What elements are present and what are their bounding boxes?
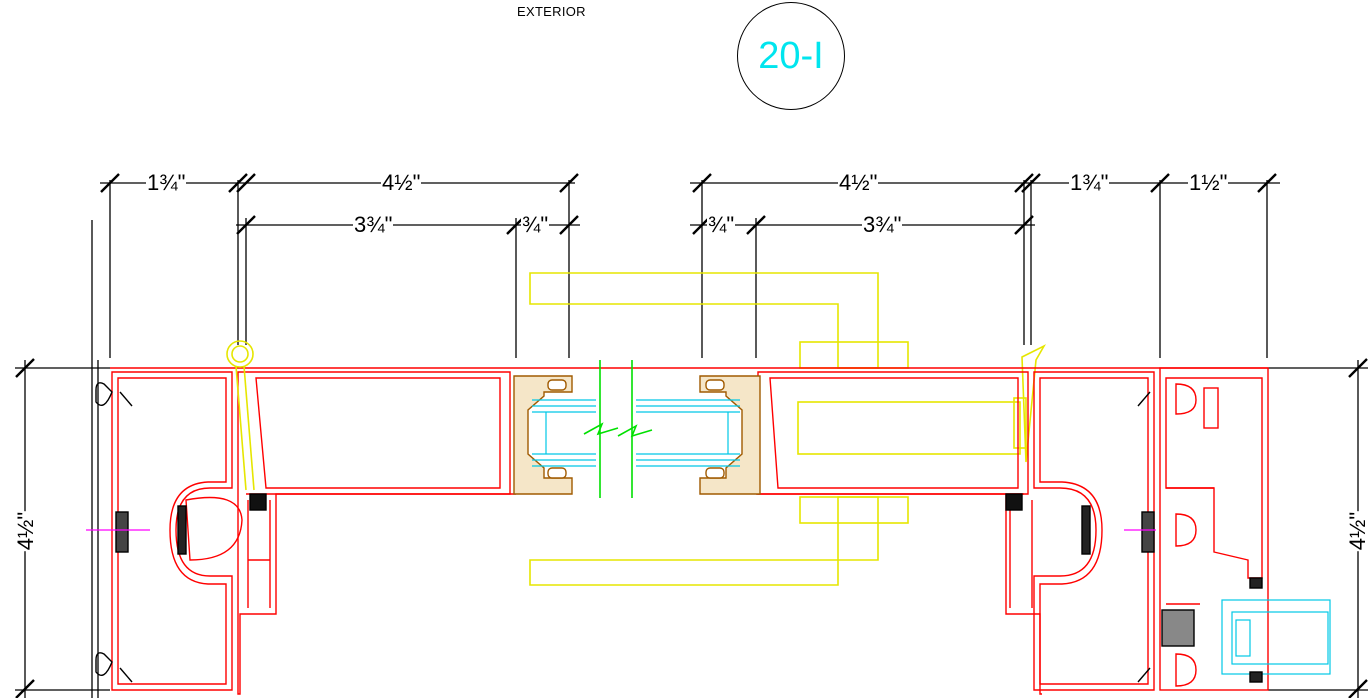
dimension-label: ¾" <box>521 212 550 237</box>
dimension-label: 1½" <box>1188 170 1229 195</box>
dimension-label: 3¾" <box>353 212 394 237</box>
gaskets-and-weatherstrip <box>95 382 1263 683</box>
steel-reinforcement <box>529 272 1047 586</box>
detail-tag-bubble: 20-I <box>737 2 845 110</box>
detail-tag-text: 20-I <box>758 34 824 77</box>
vertical-dimension-left: 4½" <box>13 510 39 552</box>
break-line <box>583 360 653 498</box>
dimension-label: 1¾" <box>1069 170 1110 195</box>
dimension-ticks <box>15 173 1368 698</box>
dimension-label: ¾" <box>707 212 736 237</box>
aluminum-frame <box>110 367 1269 695</box>
dimension-label: 4½" <box>838 170 879 195</box>
hinge-pin <box>226 340 255 491</box>
insulated-glass <box>532 399 1331 675</box>
dimension-label: 3¾" <box>862 212 903 237</box>
dimension-label: 1¾" <box>146 170 187 195</box>
exterior-label: EXTERIOR <box>517 4 586 19</box>
dimension-label: 4½" <box>381 170 422 195</box>
vertical-dimension-right: 4½" <box>1345 510 1371 552</box>
glazing-stops <box>513 375 761 495</box>
